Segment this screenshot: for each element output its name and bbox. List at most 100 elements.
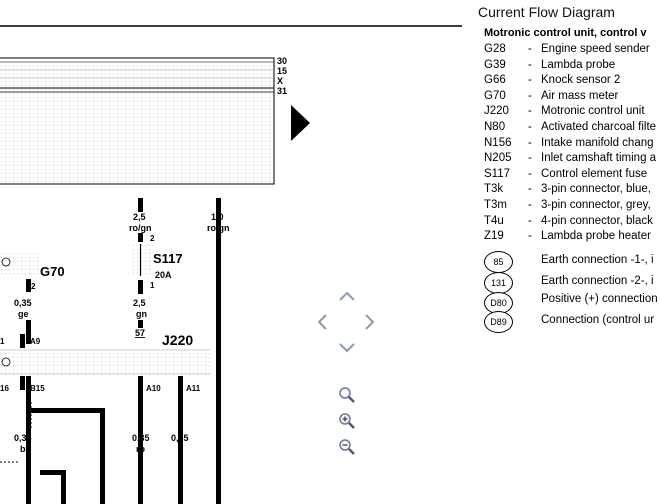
legend-code: N205 [484,152,512,165]
legend-desc: Intake manifold chang [541,136,654,149]
pin-a11: A11 [186,384,201,393]
pin-left-1: 1 [0,337,5,346]
wire-size-left: 2,5 [133,212,146,222]
legend-desc: Earth connection -1-, i [541,254,654,266]
legend-desc: Motronic control unit [541,105,645,118]
legend-code: N156 [484,136,512,149]
fuse-pin-2: 2 [150,234,155,243]
legend-dash: - [528,136,532,149]
g70-wire-color: ge [18,309,29,319]
lower-wire-size-2: 0,35 [132,433,150,443]
wire-color-left: ro/gn [129,223,152,233]
connection-symbol: D89 [484,311,513,333]
legend-code: T4u [484,214,504,227]
legend-desc: Air mass meter [541,89,619,102]
chevron-up-icon[interactable] [338,290,356,302]
fuse-out-color: gn [136,309,147,319]
legend-symbol-item[interactable]: D89 Connection (control ur [484,311,660,333]
legend-item[interactable]: T3k-3-pin connector, blue, [484,183,660,199]
wire-color-right: ro/gn [207,223,230,233]
legend-dash: - [528,89,532,102]
bus-label-15: 15 [277,66,287,76]
legend-item[interactable]: G39 -Lambda probe [484,59,660,75]
zoom-in-icon[interactable] [338,412,356,430]
legend-symbol-item[interactable]: 85 Earth connection -1-, i [484,251,660,273]
legend-desc: Activated charcoal filte [541,121,657,133]
legend-dash: - [528,74,532,87]
terminal-57: 57 [135,328,145,338]
legend-desc: 4-pin connector, black [541,214,653,227]
lower-wire-size-3: 0,35 [171,433,189,443]
legend-dash: - [528,43,532,55]
legend-item[interactable]: G66 -Knock sensor 2 [484,74,660,90]
lower-wire-color-3: li [178,444,183,454]
legend-desc: Engine speed sender [541,43,650,55]
legend-item[interactable]: S117-Control element fuse [484,168,660,184]
wire-segment [216,198,221,504]
fuse-pin-1: 1 [150,281,155,290]
g70-wire-size: 0,35 [14,298,32,308]
pin-left-16: 16 [0,384,9,393]
zoom-fit-icon[interactable] [338,386,356,404]
legend-title: Current Flow Diagram [478,4,615,20]
earth-connection-symbol: 131 [484,272,513,294]
legend-desc: Control element fuse [541,167,648,180]
lower-wire-size-1: 0,35 [14,433,32,443]
wire-size-right: 1,0 [211,212,224,222]
pin-a10: A10 [146,384,161,393]
continuation-arrow-icon[interactable] [291,105,310,141]
legend-item[interactable]: T4u -4-pin connector, black [484,215,660,231]
legend-code: G39 [484,58,506,71]
legend-dash: - [528,152,532,165]
fuse-rating: 20A [155,270,172,280]
legend-dash: - [528,58,532,71]
legend-code: N80 [484,121,506,133]
legend-item[interactable]: N80 -Activated charcoal filte [484,121,660,137]
g70-pin: 2 [31,282,36,291]
j220-label: J220 [162,332,193,348]
relay-plate [0,57,275,185]
legend-item[interactable]: N156 -Intake manifold chang [484,137,660,153]
legend-item[interactable]: G28-Engine speed sender [484,43,660,59]
legend-item[interactable]: J220 -Motronic control unit [484,105,660,121]
fuse-label: S117 [153,251,183,266]
legend-desc: Positive (+) connection [541,293,658,305]
legend-list: G28-Engine speed sender G39-Lambda probe… [484,43,660,333]
lower-wire-color-1: bl [20,444,28,454]
chevron-down-icon[interactable] [338,342,356,354]
legend-desc: Lambda probe [541,58,616,71]
legend-dash: - [528,230,532,243]
legend-item[interactable]: G70 -Air mass meter [484,90,660,106]
legend-dash: - [528,167,532,180]
wire-segment [178,376,183,504]
legend-code: J220 [484,105,509,118]
earth-connection-symbol: 85 [484,251,513,273]
legend-dash: - [528,214,532,227]
legend-desc: Earth connection -2-, i [541,275,654,287]
legend-item[interactable]: Z19-Lambda probe heater [484,230,660,246]
legend-code: G70 [484,89,506,102]
chevron-left-icon[interactable] [316,313,328,331]
legend-desc: Lambda probe heater [541,230,651,243]
legend-dash: - [528,199,532,211]
legend-dash: - [528,105,532,118]
legend-item[interactable]: N205-Inlet camshaft timing a [484,152,660,168]
wire-segment [26,376,31,504]
legend-desc: 3-pin connector, blue, [541,183,651,196]
legend-desc: Connection (control ur [541,314,655,326]
zoom-out-icon[interactable] [338,438,356,456]
legend-code: G66 [484,74,506,87]
bus-label-31: 31 [277,86,287,96]
legend-item[interactable]: T3m-3-pin connector, grey, [484,199,660,215]
legend-code: T3m [484,199,507,211]
wire-segment [138,198,143,212]
legend-dash: - [528,121,532,133]
bus-label-x: X [277,76,283,86]
chevron-right-icon[interactable] [364,313,376,331]
legend-heading: Motronic control unit, control v [484,27,647,39]
j220-control-unit [0,350,210,374]
legend-desc: Knock sensor 2 [541,74,621,87]
legend-symbol-item[interactable]: 131 Earth connection -2-, i [484,272,660,294]
fuse-out-size: 2,5 [133,298,146,308]
